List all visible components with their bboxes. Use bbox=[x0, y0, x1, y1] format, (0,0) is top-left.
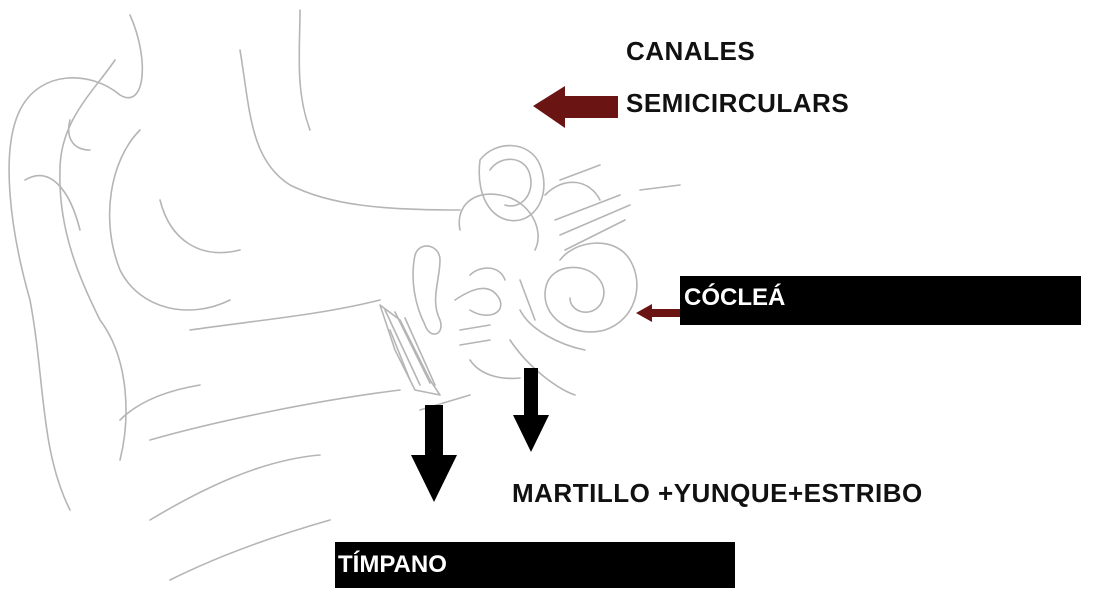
coclea-arrow bbox=[636, 304, 680, 322]
ossicles-sketch bbox=[413, 246, 441, 334]
label-canales-line1: CANALES bbox=[626, 38, 755, 64]
ear-canal-bottom bbox=[150, 390, 400, 440]
cochlea-sketch bbox=[545, 243, 637, 332]
pinna-concha bbox=[110, 130, 230, 310]
label-coclea: CÓCLEÁ bbox=[680, 276, 1081, 325]
canales-arrow bbox=[533, 86, 618, 128]
label-timpano: TÍMPANO bbox=[335, 542, 735, 588]
timpano-arrow bbox=[411, 405, 457, 502]
label-martillo-yunque-estribo: MARTILLO +YUNQUE+ESTRIBO bbox=[512, 480, 923, 506]
label-canales-line2: SEMICIRCULARS bbox=[626, 90, 849, 116]
skull-line bbox=[240, 50, 460, 210]
semicircular-canals-sketch bbox=[479, 146, 544, 221]
martillo-arrow bbox=[513, 368, 549, 452]
